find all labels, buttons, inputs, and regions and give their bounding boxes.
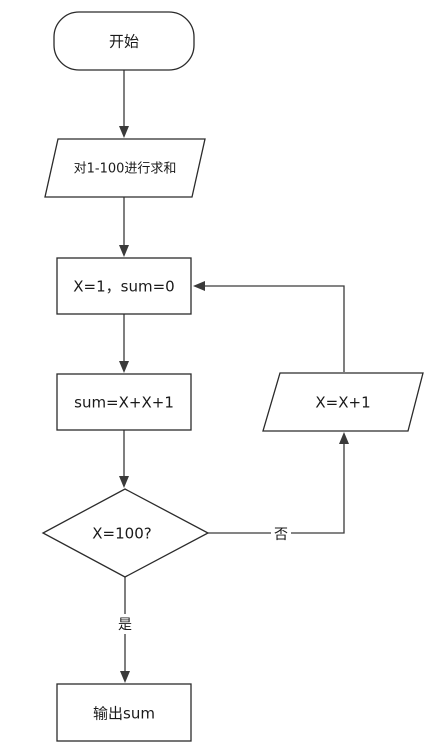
edge-label-no: 否: [271, 524, 291, 544]
node-start-label: 开始: [109, 33, 139, 51]
node-increment: X=X+1: [262, 372, 424, 432]
node-init: X=1，sum=0: [56, 257, 192, 315]
edge-label-no-text: 否: [274, 527, 288, 543]
node-init-label: X=1，sum=0: [73, 278, 174, 296]
node-input: 对1-100进行求和: [44, 138, 206, 198]
node-start: 开始: [53, 11, 195, 71]
node-output-label: 输出sum: [93, 705, 155, 723]
edge-init-to-accumulate: [119, 314, 129, 373]
edge-label-yes: 是: [115, 614, 135, 634]
edge-start-to-input: [119, 70, 129, 138]
node-input-label: 对1-100进行求和: [74, 162, 177, 177]
edge-accumulate-to-decision: [119, 430, 129, 488]
edge-increment-to-init-loop: [193, 281, 345, 372]
node-output: 输出sum: [56, 683, 192, 742]
node-accumulate: sum=X+X+1: [56, 373, 192, 431]
edge-decision-to-increment-no: [208, 432, 349, 534]
node-decision-label: X=100?: [92, 525, 151, 543]
edge-input-to-init: [119, 197, 129, 257]
node-increment-label: X=X+1: [315, 394, 370, 412]
node-decision: X=100?: [41, 488, 210, 578]
node-accumulate-label: sum=X+X+1: [74, 394, 174, 412]
edge-label-yes-text: 是: [118, 617, 132, 633]
